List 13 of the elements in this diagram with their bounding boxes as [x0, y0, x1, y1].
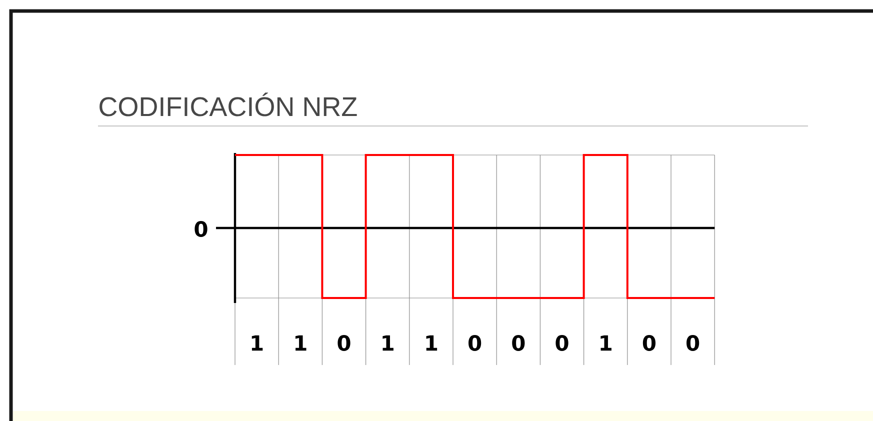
bit-value: 0 [640, 334, 658, 352]
axis-label: 0 [194, 221, 208, 237]
bit-value: 0 [466, 334, 484, 352]
bit-value: 1 [248, 334, 266, 352]
slide-title: CODIFICACIÓN NRZ [100, 92, 357, 116]
bit-value: 1 [597, 334, 614, 352]
bit-value: 0 [510, 334, 527, 352]
bit-value: 0 [336, 334, 352, 352]
bit-value: 1 [422, 334, 440, 352]
bit-value: 1 [292, 334, 309, 352]
bit-value: 0 [684, 334, 702, 352]
bit-value: 1 [379, 334, 396, 352]
bit-value: 0 [554, 334, 570, 352]
